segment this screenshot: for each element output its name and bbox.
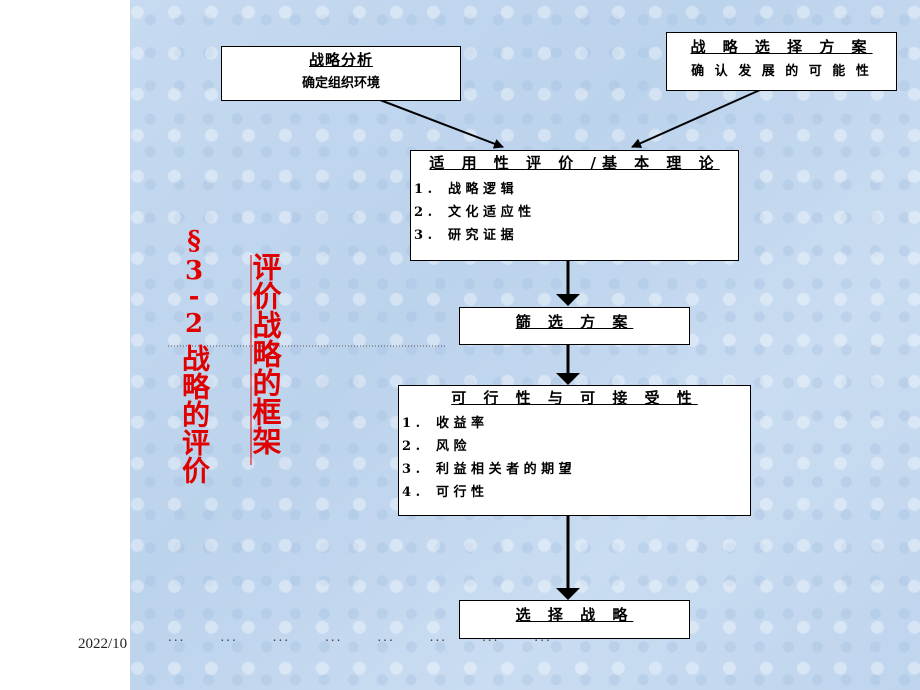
section-subnumber: 2 <box>184 309 204 339</box>
screening-title: 篩 选 方 案 <box>515 313 634 331</box>
strategic-options-subtitle: 确 认 发 展 的 可 能 性 <box>691 64 872 79</box>
section-name: 战略的评价 <box>178 344 211 484</box>
frame-label: 评价战略的框架 <box>248 252 282 455</box>
arrow-feasibility-to-select <box>556 588 580 600</box>
section-symbol: § <box>187 226 201 256</box>
strategic-analysis-subtitle: 确定组织环境 <box>301 76 380 91</box>
strategic-analysis-title: 战略分析 <box>308 51 373 69</box>
arrow-options-to-suitability <box>631 89 761 148</box>
feasibility-item: 3 .利 益 相 关 者 的 期 望 <box>402 462 572 477</box>
suitability-item: 2 .文 化 适 应 性 <box>414 205 532 220</box>
arrow-analysis-to-suitability <box>379 99 504 149</box>
suitability-title: 适 用 性 评 价 /基 本 理 论 <box>429 154 720 172</box>
feasibility-item: 2 .风 险 <box>402 439 467 454</box>
suitability-item: 1 .战 略 逻 辑 <box>414 182 514 197</box>
arrow-screen-to-feasibility <box>556 373 580 385</box>
select-strategy-title: 选 择 战 略 <box>515 606 634 624</box>
screening-box: 篩 选 方 案 <box>459 307 690 345</box>
feasibility-item: 1 .收 益 率 <box>402 416 485 431</box>
strategic-options-title: 战 略 选 择 方 案 <box>690 38 873 56</box>
section-heading: § 3 - 2 战略的评价 <box>176 226 212 484</box>
textured-background <box>130 0 920 690</box>
suitability-box: 适 用 性 评 价 /基 本 理 论 1 .战 略 逻 辑 2 .文 化 适 应… <box>410 150 739 261</box>
feasibility-item: 4 .可 行 性 <box>402 485 485 500</box>
strategic-options-box: 战 略 选 择 方 案 确 认 发 展 的 可 能 性 <box>666 32 897 91</box>
feasibility-title: 可 行 性 与 可 接 受 性 <box>451 389 698 407</box>
feasibility-box: 可 行 性 与 可 接 受 性 1 .收 益 率 2 .风 险 3 .利 益 相… <box>398 385 751 516</box>
select-strategy-box: 选 择 战 略 <box>459 600 690 639</box>
section-dash: - <box>188 282 200 312</box>
arrow-suitability-to-screen <box>556 294 580 306</box>
strategic-analysis-box: 战略分析 确定组织环境 <box>221 46 461 101</box>
suitability-item: 3 .研 究 证 据 <box>414 228 514 243</box>
date-footer: 2022/10 <box>78 636 128 652</box>
footer-dots: ... ... ... ... ... ... ... ... <box>168 630 552 644</box>
section-number: 3 <box>184 256 204 286</box>
